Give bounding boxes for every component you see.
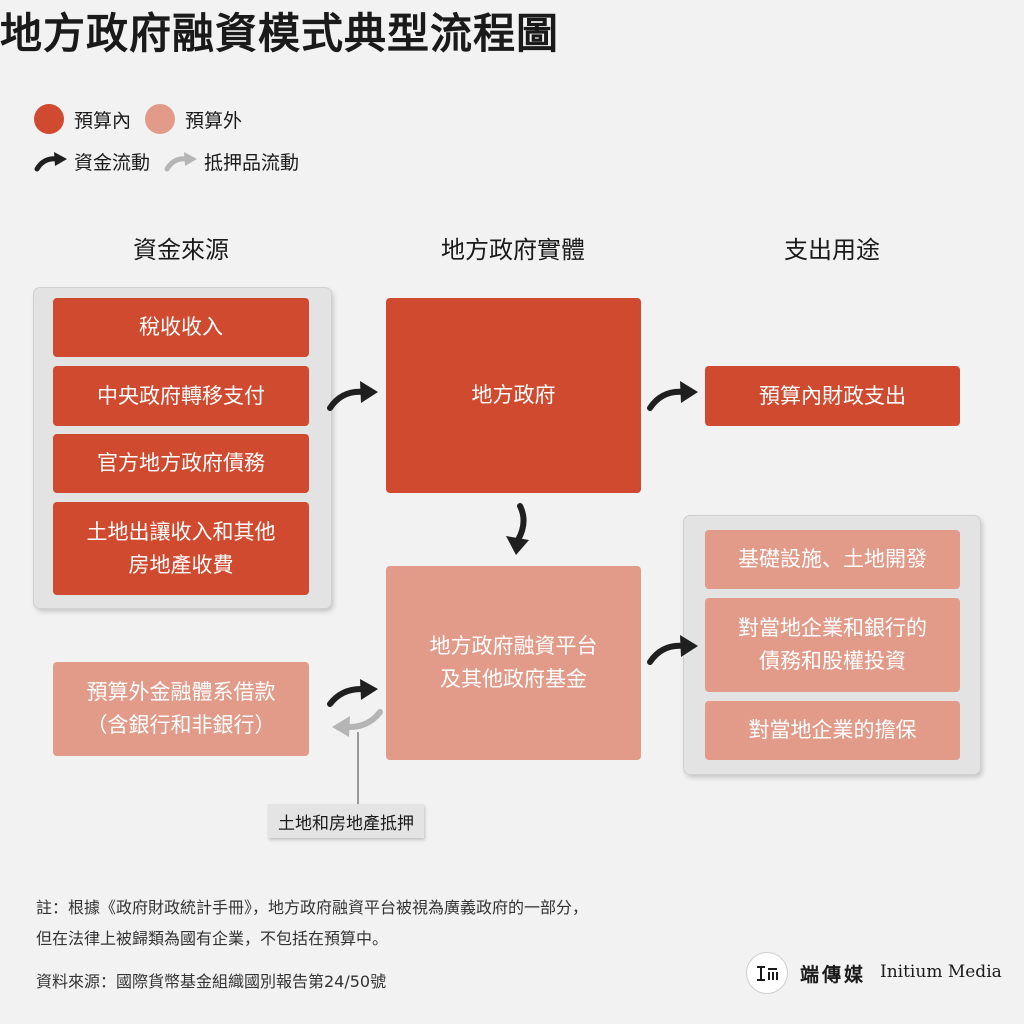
use-infrastructure: 基礎設施、土地開發 [705, 530, 960, 589]
arrow-lgfv-to-uses [647, 635, 698, 665]
source-official-debt: 官方地方政府債務 [53, 434, 309, 493]
in-budget-swatch [34, 104, 64, 134]
column-header-entities: 地方政府實體 [441, 236, 585, 264]
arrow-collateral-to-lender [332, 709, 383, 737]
arrow-local-gov-to-spending [647, 381, 698, 411]
off-budget-swatch [145, 104, 176, 134]
use-in-budget-spending: 預算內財政支出 [705, 366, 960, 426]
off-budget-label: 預算外 [185, 109, 243, 132]
page-title: 地方政府融資模式典型流程圖 [0, 9, 560, 58]
collateral-flow-label: 抵押品流動 [204, 152, 300, 174]
fund-flow-label: 資金流動 [74, 152, 151, 174]
brand-name-zh: 端傳媒 [800, 964, 867, 986]
legend-budget: 預算內 預算外 [34, 104, 256, 134]
column-header-uses: 支出用途 [784, 236, 880, 264]
source-off-budget-borrowing: 預算外金融體系借款 （含銀行和非銀行） [53, 662, 309, 756]
use-investment: 對當地企業和銀行的 債務和股權投資 [705, 598, 960, 692]
collateral-label: 土地和房地產抵押 [268, 804, 424, 838]
footnote-line-2: 但在法律上被歸類為國有企業，不包括在預算中。 [36, 929, 389, 948]
arrow-borrowing-to-lgfv [327, 679, 378, 707]
entity-lgfv: 地方政府融資平台 及其他政府基金 [386, 566, 641, 760]
brand-name-en: Initium Media [880, 962, 1002, 982]
collateral-flow-arrow-icon [164, 151, 198, 171]
column-header-sources: 資金來源 [133, 236, 229, 264]
brand-logo-icon [746, 952, 788, 994]
arrow-sources-to-local-gov [327, 381, 378, 411]
legend-arrows: 資金流動 抵押品流動 [34, 148, 313, 175]
source-central-transfer: 中央政府轉移支付 [53, 366, 309, 426]
source-land-revenue: 土地出讓收入和其他 房地產收費 [53, 502, 309, 595]
source-note: 資料來源：國際貨幣基金組織國別報告第24/50號 [36, 972, 387, 991]
entity-local-government: 地方政府 [386, 298, 641, 493]
footnote-line-1: 註：根據《政府財政統計手冊》，地方政府融資平台被視為廣義政府的一部分， [36, 898, 589, 917]
in-budget-label: 預算內 [74, 109, 132, 132]
fund-flow-arrow-icon [34, 151, 67, 171]
collateral-connector-line [357, 732, 359, 808]
source-tax-revenue: 稅收收入 [53, 298, 309, 357]
arrow-local-gov-to-lgfv [506, 503, 529, 555]
use-guarantee: 對當地企業的擔保 [705, 701, 960, 760]
